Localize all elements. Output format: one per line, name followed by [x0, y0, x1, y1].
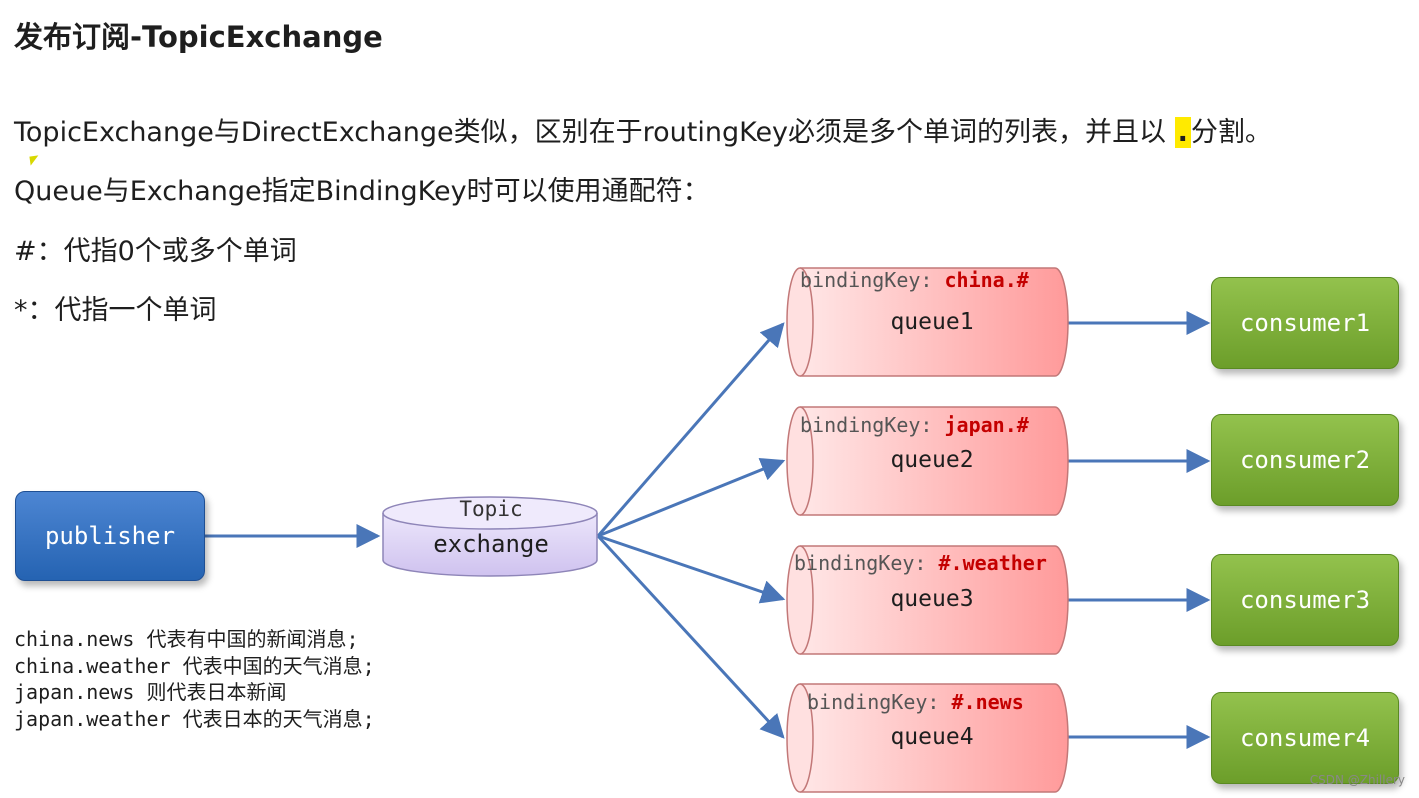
dot-separator-highlight: .: [1174, 117, 1191, 148]
exchange-cylinder: [382, 496, 598, 577]
binding-key-prefix: bindingKey:: [800, 413, 945, 437]
routing-key-examples: china.news 代表有中国的新闻消息;china.weather 代表中国…: [14, 626, 375, 732]
routing-example: japan.news 则代表日本新闻: [14, 680, 287, 704]
exchange-to-queue2-arrow: [597, 457, 786, 538]
exchange-type-label: Topic: [459, 497, 523, 521]
routing-example: japan.weather 代表日本的天气消息;: [14, 706, 375, 731]
binding-pattern: japan.#: [944, 413, 1029, 437]
publisher-box: publisher: [15, 491, 205, 581]
watermark: CSDN @Zhillery: [1309, 773, 1405, 787]
consumer2-box: consumer2: [1211, 414, 1399, 506]
connector-arrows: [205, 311, 1211, 749]
binding-pattern: #.weather: [938, 551, 1047, 575]
description-line-1-end: 分割。: [1190, 117, 1272, 148]
routing-example: china.news 代表有中国的新闻消息;: [14, 627, 359, 651]
binding-pattern: china.#: [944, 268, 1029, 292]
page-title: 发布订阅-TopicExchange: [14, 20, 383, 54]
wildcard-hash-rule: #：代指0个或多个单词: [14, 236, 297, 267]
exchange-to-queue4-arrow: [596, 534, 785, 739]
consumer1-box: consumer1: [1211, 277, 1399, 369]
binding-key-prefix: bindingKey:: [800, 268, 945, 292]
queue4-binding-key: bindingKey: #.news: [807, 690, 1024, 714]
description-line-2: Queue与Exchange指定BindingKey时可以使用通配符：: [14, 176, 710, 207]
description-line-1: TopicExchange与DirectExchange类似，区别在于routi…: [14, 110, 1272, 149]
queue3-binding-key: bindingKey: #.weather: [794, 551, 1047, 575]
description-line-1-text: TopicExchange与DirectExchange类似，区别在于routi…: [14, 117, 1167, 148]
exchange-to-queue1-arrow: [596, 322, 785, 537]
consumer3-box: consumer3: [1211, 554, 1399, 646]
queue4-cylinder: [786, 683, 1069, 793]
binding-key-prefix: bindingKey:: [794, 551, 939, 575]
queue3-label: queue3: [890, 586, 974, 612]
queue2-cylinder: [786, 406, 1069, 516]
consumer4-box: consumer4: [1211, 692, 1399, 784]
queue1-cylinder: [786, 267, 1069, 377]
queue4-label: queue4: [890, 724, 974, 750]
queue3-cylinder: [786, 545, 1069, 655]
queue2-binding-key: bindingKey: japan.#: [800, 413, 1029, 437]
binding-key-prefix: bindingKey:: [807, 690, 952, 714]
queue1-binding-key: bindingKey: china.#: [800, 268, 1029, 292]
wildcard-star-rule: *：代指一个单词: [14, 295, 217, 326]
exchange-label: exchange: [433, 530, 549, 558]
queue2-label: queue2: [890, 447, 974, 473]
exchange-to-queue3-arrow: [597, 534, 786, 604]
binding-pattern: #.news: [951, 690, 1024, 714]
routing-example: china.weather 代表中国的天气消息;: [14, 653, 375, 678]
queue1-label: queue1: [890, 309, 974, 335]
